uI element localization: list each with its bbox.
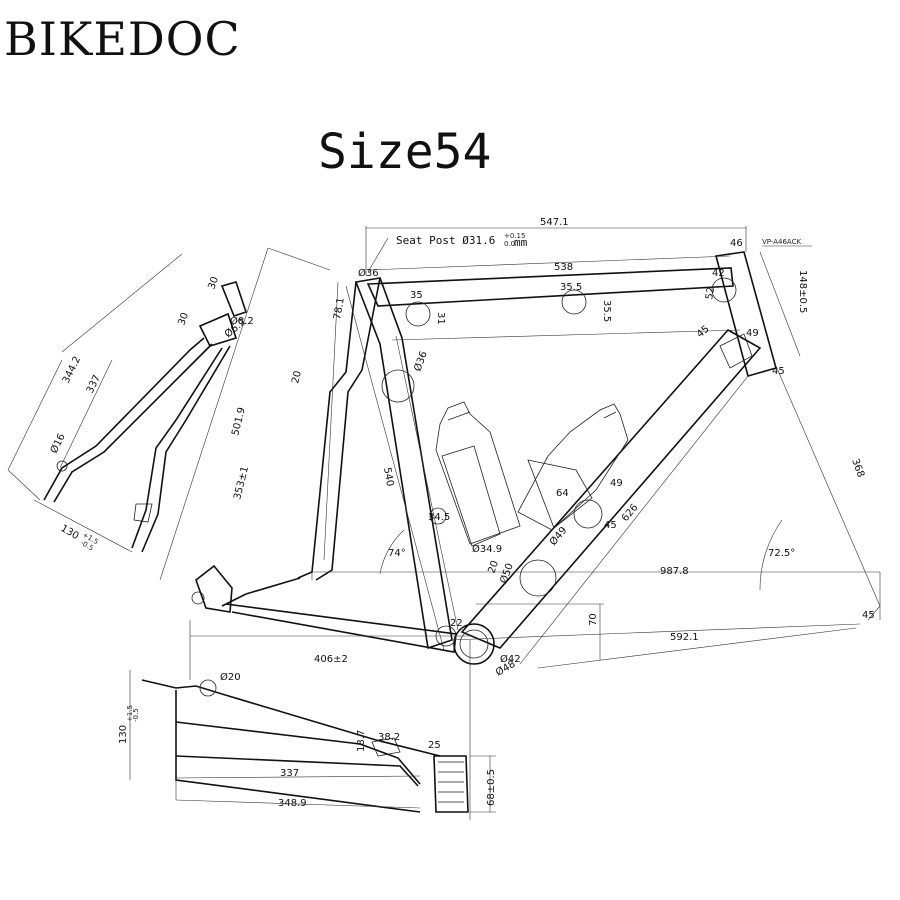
dim-bb-drop: 70: [588, 613, 599, 626]
dim-stack-len: 368: [849, 457, 866, 479]
dim-dt-d3: 45: [604, 520, 617, 531]
dim-dt-top: 45: [695, 324, 712, 341]
dim-dt-top2: 49: [746, 328, 759, 339]
fork-drawing: [7, 247, 331, 581]
top-tube: [366, 267, 734, 307]
fork-axle-d: Ø16: [48, 432, 68, 456]
fork-seat-len: 353±1: [232, 465, 251, 500]
main-frame-labels: 547.1 Seat Post Ø31.6 +0.15 0.0 mm VP-A4…: [314, 217, 875, 679]
dim-head-bottom-od: 52: [704, 286, 717, 300]
seatpost-tol-down: 0.0: [504, 240, 515, 248]
dim-dt-d4: Ø49: [547, 524, 569, 548]
dim-chainstay: 406±2: [314, 654, 348, 665]
dim-seat-cluster: 78.1: [332, 297, 347, 321]
dim-reach: 592.1: [670, 632, 699, 643]
fork-steerer-d1: Ø8.2: [230, 315, 254, 327]
rear-cs-h: 18.7: [356, 730, 367, 752]
dim-bb-width: 22: [450, 618, 463, 629]
dim-head-tube-len: 148±0.5: [797, 270, 808, 313]
fork-crown-d: 30: [206, 275, 221, 291]
main-frame: [191, 251, 777, 665]
rear-bridge-d: Ø20: [220, 671, 241, 683]
rear-spacing-tol-down: -0.5: [132, 708, 140, 722]
size-label: Size54: [318, 124, 492, 180]
water-bottle-right: [517, 403, 629, 531]
fork-stem-len: 501.9: [230, 406, 248, 436]
seatpost-tol-up: +0.15: [504, 232, 525, 240]
dim-fork-end: 45: [862, 610, 875, 621]
rear-dropout: [195, 564, 233, 613]
seat-tube: [354, 277, 453, 650]
dim-head-width: 46: [730, 238, 743, 249]
down-tube: [460, 328, 762, 649]
dim-seat-tube-len: 540: [381, 467, 395, 488]
chainstay: [225, 603, 457, 653]
dim-cs-d1: 20: [486, 559, 501, 575]
dim-st-mid-d: Ø36: [412, 350, 430, 373]
rear-seatstay: [141, 679, 441, 757]
part-code: VP-A46ACK: [762, 238, 801, 246]
fork-mid-d: 20: [290, 370, 304, 385]
fork-crown-d2: 30: [176, 311, 191, 327]
dim-st-bottom-d: 34.5: [428, 512, 450, 523]
seatpost-note: Seat Post Ø31.6: [396, 234, 495, 247]
dim-tt-d2: 35.5: [560, 282, 582, 293]
dim-tt-d1: 35: [410, 290, 423, 301]
rear-cs-w: 38.2: [378, 732, 400, 743]
rear-spacing-tol-up: +1.5: [126, 705, 134, 722]
water-bottle-left: [435, 401, 521, 547]
seatpost-unit: mm: [514, 236, 528, 249]
rear-bb-shell-w: 68±0.5: [486, 769, 497, 806]
rear-cs-len: 337: [280, 768, 299, 779]
dim-tt-d2-h: 35.5: [601, 300, 612, 322]
rear-spacing: 130: [118, 725, 129, 744]
dim-head-lower: 45: [772, 366, 785, 377]
fork-spacing: 130: [59, 523, 81, 542]
dim-head-angle: 72.5°: [768, 548, 795, 559]
bottom-bracket: [453, 623, 495, 665]
main-frame-dimensions: [189, 226, 881, 820]
dim-seattube-od: Ø36: [358, 267, 379, 279]
rear-bb-shell: [433, 755, 469, 813]
dim-head-top-od: 42: [712, 268, 725, 279]
dim-bb-d1: Ø42: [500, 653, 521, 665]
dim-st-bottom-d2: Ø34.9: [472, 543, 502, 555]
rear-view-drawing: [129, 670, 496, 813]
fork-total-len: 344.2: [61, 355, 83, 386]
rear-cs-bb: 25: [428, 740, 441, 751]
rear-view-labels: Ø20 130 +1.5 -0.5 38.2 18.7 25 337 348.9…: [118, 671, 497, 809]
rear-cs-total: 348.9: [278, 798, 307, 809]
dim-wheelbase: 987.8: [660, 566, 689, 577]
dim-top-length: 547.1: [540, 217, 569, 228]
brand-title: BIKEDOC: [4, 12, 241, 66]
dim-tt-d1-h: 31: [435, 312, 446, 325]
dim-top-tube-length: 538: [554, 262, 573, 273]
dim-dt-d2: 49: [610, 478, 623, 489]
dim-seat-angle: 74°: [388, 548, 406, 559]
fork-blade: [43, 337, 205, 501]
fork-steerer: [220, 281, 248, 317]
dim-dt-d1: 64: [556, 488, 569, 499]
